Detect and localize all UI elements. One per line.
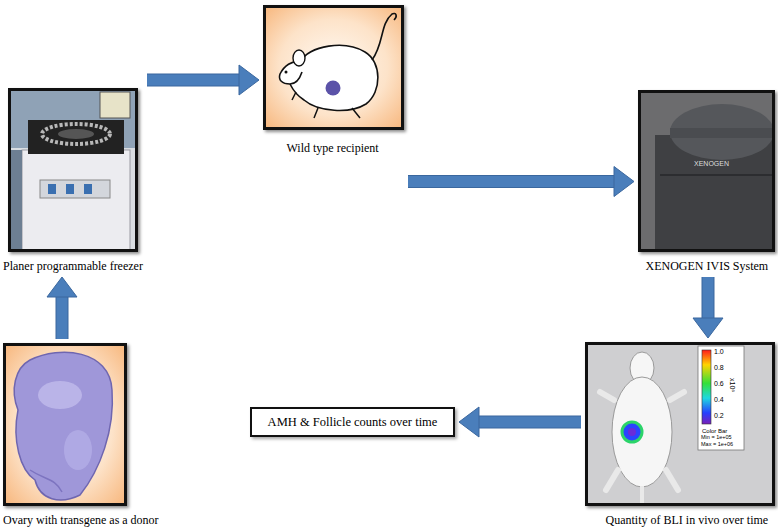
arrow-shaft-edge xyxy=(702,277,715,320)
text-box: AMH & Follicle counts over time xyxy=(250,407,455,437)
button xyxy=(48,184,56,194)
mouse-body xyxy=(290,45,378,110)
bli-image xyxy=(585,342,775,506)
machine-rim xyxy=(670,128,774,138)
side-unit xyxy=(8,150,22,252)
colorbar-panel xyxy=(698,346,744,450)
freezer-top xyxy=(28,120,124,154)
arrow-head xyxy=(693,318,723,338)
arrow-head xyxy=(47,277,77,297)
machine-dome xyxy=(670,104,774,160)
colorbar-title: Color Bar xyxy=(702,428,727,434)
image-frame xyxy=(585,342,775,506)
arrow-shaft-edge xyxy=(477,416,581,429)
vial-ring xyxy=(42,124,110,144)
colorbar xyxy=(702,350,711,424)
arrow-shaft xyxy=(147,75,241,86)
recipient-node: Wild type recipient xyxy=(263,5,404,155)
mouse-ear xyxy=(293,50,305,66)
mouse-eye xyxy=(285,71,288,74)
arrow-head xyxy=(614,167,634,197)
arrow-head xyxy=(239,65,259,95)
flow-arrow xyxy=(693,277,723,338)
arrow-shaft-edge xyxy=(56,295,69,339)
caption: Wild type recipient xyxy=(287,141,379,155)
sign xyxy=(100,92,130,118)
image-frame xyxy=(263,5,404,130)
ovary-shape xyxy=(14,352,112,500)
mouse-legs xyxy=(292,92,360,118)
arrow-shaft-edge xyxy=(408,175,616,188)
freezer-body xyxy=(22,150,130,252)
image-frame xyxy=(3,343,127,506)
photo-ground xyxy=(8,88,138,252)
ovary-highlight xyxy=(64,430,92,470)
arrow-shaft xyxy=(703,277,714,320)
door-seam xyxy=(660,174,775,176)
frame-ground xyxy=(3,343,127,506)
colorbar-tick: 0.4 xyxy=(714,396,724,403)
mouse-legs xyxy=(600,392,684,490)
arrow-shaft xyxy=(57,295,68,339)
freezer-node: Planer programmable freezer xyxy=(3,88,143,273)
colorbar-max: Max = 1e+06 xyxy=(701,442,733,448)
arrow-shaft xyxy=(477,417,581,428)
colorbar-min: Min = 1e+05 xyxy=(701,435,732,441)
ovary-node: Ovary with transgene as a donor xyxy=(3,343,159,527)
colorbar-tick: 0.6 xyxy=(714,380,724,387)
image-frame xyxy=(638,90,775,252)
box-text: AMH & Follicle counts over time xyxy=(268,415,438,430)
caption: Ovary with transgene as a donor xyxy=(3,513,159,527)
arrow-shaft-edge xyxy=(147,74,241,87)
mouse-body xyxy=(612,377,672,487)
xenogen-photo xyxy=(638,90,775,252)
button xyxy=(66,184,74,194)
arrow-head xyxy=(459,407,479,437)
colorbar-tick: 0.8 xyxy=(714,364,724,371)
mouse-tail xyxy=(372,13,396,60)
caption: Quantity of BLI in vivo over time xyxy=(606,513,769,527)
flow-arrow xyxy=(147,65,259,95)
imaging-system-node: XENOGEN IVIS System xyxy=(638,90,775,273)
flow-arrow xyxy=(408,167,634,197)
vial-center xyxy=(58,129,94,139)
image-frame xyxy=(8,88,138,252)
bli-node: Quantity of BLI in vivo over time xyxy=(585,342,775,527)
colorbar-unit: x10⁶ xyxy=(729,378,736,392)
bli-core xyxy=(628,428,636,436)
flow-arrow xyxy=(47,277,77,339)
flow-arrow xyxy=(459,407,581,437)
ovary-fold xyxy=(30,470,62,492)
caption: XENOGEN IVIS System xyxy=(646,259,769,273)
caption: Planer programmable freezer xyxy=(3,259,143,273)
bli-signal xyxy=(622,422,642,442)
mouse-tail xyxy=(640,486,644,506)
freezer-photo xyxy=(8,88,138,252)
button xyxy=(84,184,92,194)
colorbar-tick: 0.2 xyxy=(714,412,724,419)
brand-label: XENOGEN xyxy=(694,160,729,167)
result-box: AMH & Follicle counts over time xyxy=(250,407,455,437)
ovary-highlight xyxy=(38,381,82,409)
panel xyxy=(40,180,110,198)
frame-ground xyxy=(263,5,404,130)
arrow-shaft xyxy=(408,176,616,187)
graft-dot xyxy=(326,81,341,96)
photo-ground xyxy=(638,90,775,252)
colorbar-tick: 1.0 xyxy=(714,348,724,355)
photo-ground xyxy=(585,342,775,506)
